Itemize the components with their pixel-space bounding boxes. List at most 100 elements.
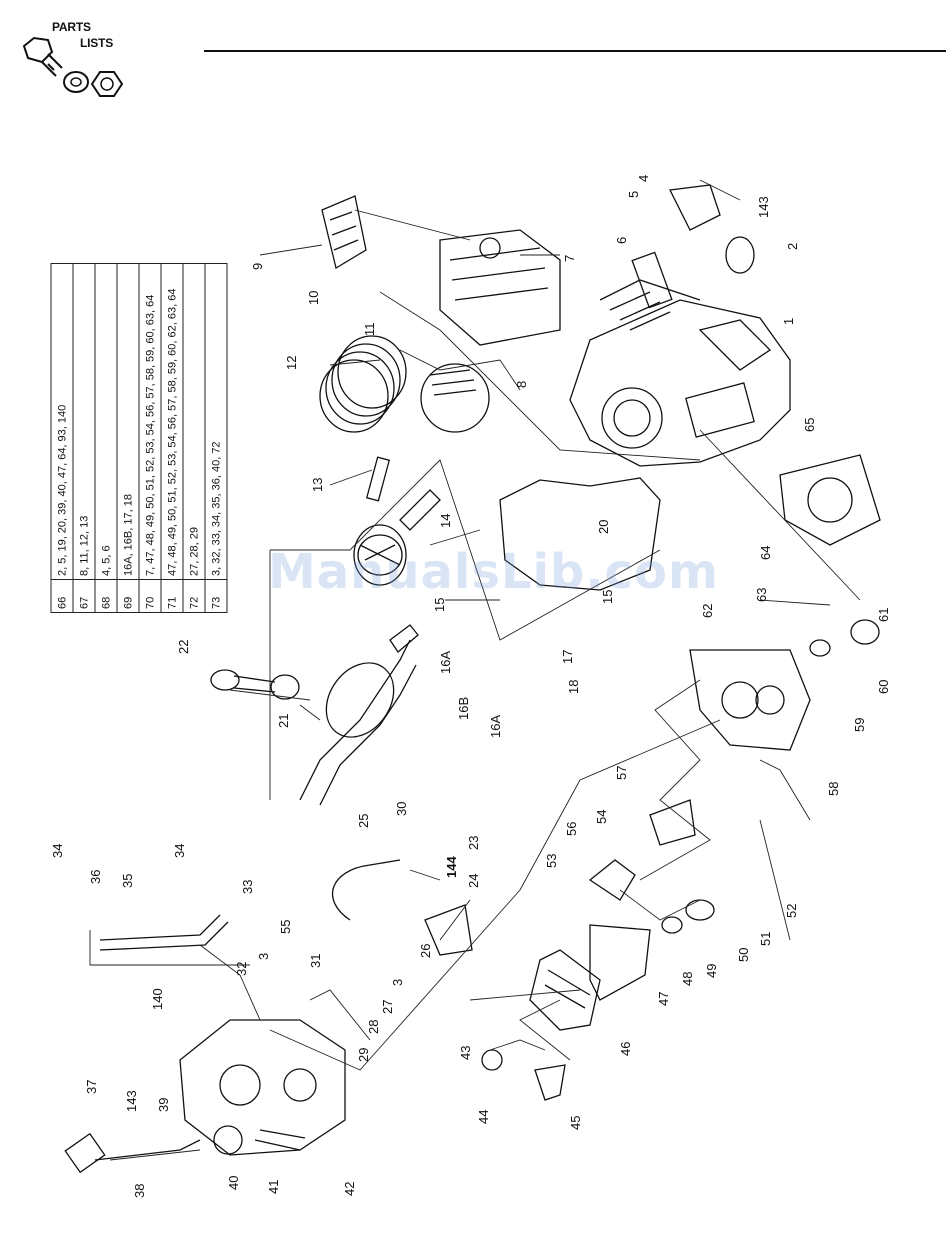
callout-46: 46 (618, 1042, 633, 1056)
callout-143b: 143 (124, 1090, 139, 1112)
callout-2: 2 (785, 243, 800, 250)
parts-lists-logo: PARTS LISTS (18, 18, 138, 108)
callout-21: 21 (276, 714, 291, 728)
breather-tube-55 (332, 859, 401, 921)
callout-25: 25 (356, 814, 371, 828)
cylinder-head-62 (689, 649, 811, 751)
callout-14: 14 (438, 514, 453, 528)
callout-37: 37 (84, 1080, 99, 1094)
callout-34b: 34 (172, 844, 187, 858)
crankcase-cover (179, 1019, 346, 1156)
callout-62: 62 (700, 604, 715, 618)
callout-20: 20 (596, 520, 611, 534)
connecting-rod-22 (210, 669, 300, 700)
callout-40: 40 (226, 1176, 241, 1190)
callout-6: 6 (614, 237, 629, 244)
bracket-45 (534, 1064, 566, 1101)
callout-27: 27 (380, 1000, 395, 1014)
oil-seal-40 (213, 1125, 243, 1155)
callout-18: 18 (566, 680, 581, 694)
callout-48: 48 (680, 972, 695, 986)
callout-11: 11 (362, 323, 377, 337)
callout-33: 33 (240, 880, 255, 894)
callout-16a: 16A (438, 651, 453, 674)
logo-text-parts: PARTS (52, 20, 91, 34)
callout-38: 38 (132, 1184, 147, 1198)
callout-57: 57 (614, 766, 629, 780)
callout-63: 63 (754, 588, 769, 602)
spring-retainer-49 (661, 916, 683, 934)
callout-17: 17 (560, 650, 575, 664)
watermark: ManualsLib.com (268, 544, 719, 600)
callout-4: 4 (636, 175, 651, 182)
filter-6 (631, 251, 673, 309)
callout-51: 51 (758, 932, 773, 946)
callout-29: 29 (356, 1048, 371, 1062)
bolt-washer-nut-icon (22, 36, 124, 97)
callout-41: 41 (266, 1180, 281, 1194)
piston-pin-13 (365, 456, 391, 502)
callout-56: 56 (564, 822, 579, 836)
dipstick-tube-33 (99, 914, 221, 941)
piston-rings-12 (319, 335, 407, 433)
callout-61: 61 (876, 608, 891, 622)
callout-24: 24 (466, 874, 481, 888)
dipstick-37 (64, 1132, 201, 1174)
callout-59: 59 (852, 718, 867, 732)
breather-24 (424, 904, 473, 956)
crankcase-part (569, 279, 791, 467)
logo-text-lists: LISTS (80, 36, 114, 50)
rocker-plate-57 (649, 799, 696, 846)
callout-30: 30 (394, 802, 409, 816)
part-outlines (64, 179, 881, 1174)
gasket (499, 477, 661, 591)
callout-52: 52 (784, 904, 799, 918)
callout-26: 26 (418, 944, 433, 958)
callout-16a-2: 16A (488, 715, 503, 738)
callout-143: 143 (756, 196, 771, 218)
callout-8: 8 (514, 381, 529, 388)
header-rule (204, 50, 946, 52)
piston-11 (420, 363, 490, 433)
callout-45: 45 (568, 1116, 583, 1130)
callout-43: 43 (458, 1046, 473, 1060)
callout-3b: 3 (390, 979, 405, 986)
callout-34: 34 (50, 844, 65, 858)
camshaft-14 (357, 489, 441, 576)
callout-3: 3 (256, 953, 271, 960)
shroud-9 (321, 195, 367, 270)
callout-49: 49 (704, 964, 719, 978)
callout-64: 64 (758, 546, 773, 560)
callout-15: 15 (432, 598, 447, 612)
callout-22: 22 (176, 640, 191, 654)
callout-50: 50 (736, 948, 751, 962)
callout-9: 9 (250, 263, 265, 270)
callout-12: 12 (284, 356, 299, 370)
callout-47: 47 (656, 992, 671, 1006)
rocker-arm-56 (588, 859, 636, 901)
callout-31: 31 (308, 954, 323, 968)
callout-60: 60 (876, 680, 891, 694)
valve-spring-50 (685, 899, 715, 921)
valve-60 (850, 619, 880, 645)
callout-15b: 15 (600, 590, 615, 604)
crankshaft-21 (299, 624, 419, 806)
callout-32: 32 (234, 962, 249, 976)
callout-16b: 16B (456, 697, 471, 720)
callout-54: 54 (594, 810, 609, 824)
oil-fill-plug-44 (481, 1049, 503, 1071)
leader-lines (89, 179, 861, 1161)
callout-7: 7 (562, 255, 577, 262)
valve-cover-46 (529, 949, 601, 1031)
callout-23: 23 (466, 836, 481, 850)
cylinder-head-7 (439, 229, 561, 346)
cam-gear (353, 524, 407, 586)
callout-labels: 1 2 3 4 5 6 7 8 9 10 11 12 13 14 15 15 1… (50, 175, 891, 1198)
valve-cover-gasket-47 (589, 924, 651, 1001)
callout-58: 58 (826, 782, 841, 796)
callout-13: 13 (310, 478, 325, 492)
valve-59 (809, 639, 831, 657)
cover-4 (669, 184, 721, 231)
callout-44: 44 (476, 1110, 491, 1124)
